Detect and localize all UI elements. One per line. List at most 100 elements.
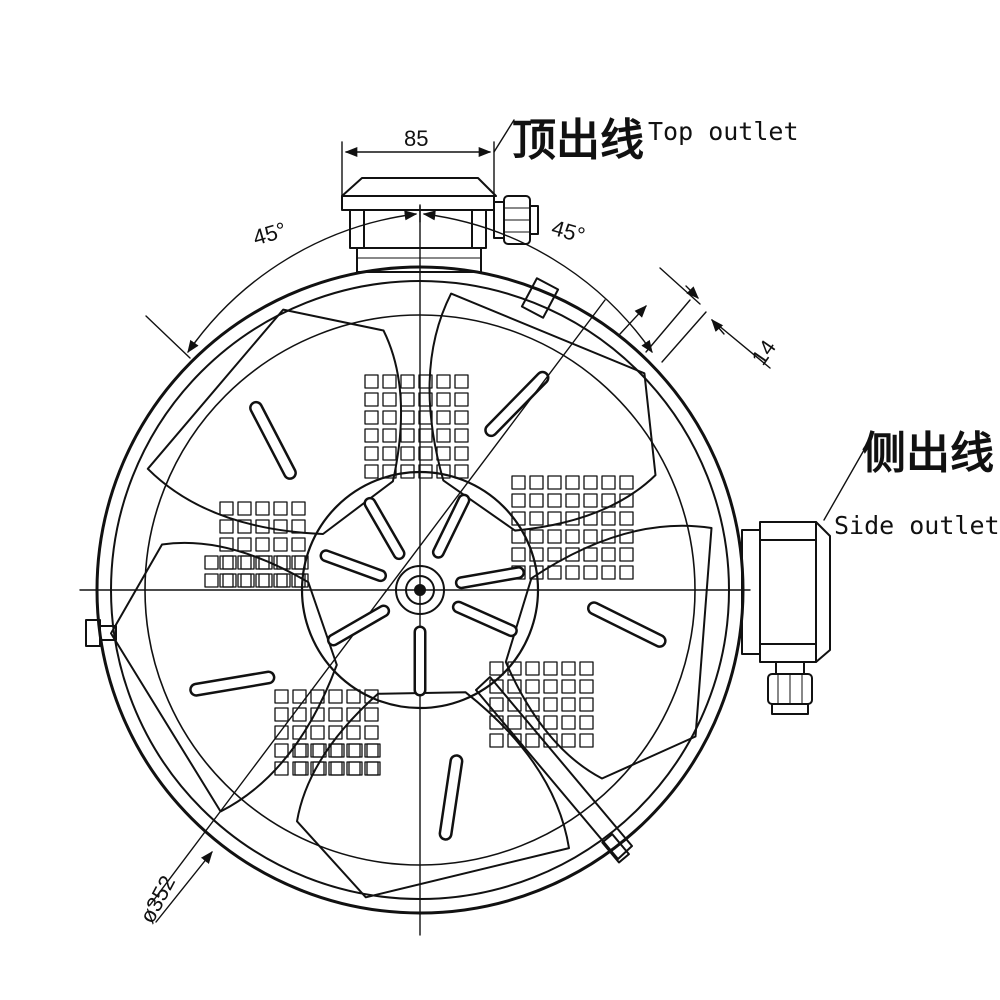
grid-cell <box>382 446 397 461</box>
grid-cell <box>436 428 451 443</box>
grid-cell <box>219 555 234 570</box>
dim-diameter <box>155 851 213 923</box>
grid-cell <box>382 464 397 479</box>
grid-cell <box>400 392 415 407</box>
grid-cell <box>240 573 255 588</box>
blade-slot-inner <box>191 673 273 695</box>
grid-cell <box>364 464 379 479</box>
grid-cell <box>364 410 379 425</box>
grid-cell <box>274 725 289 740</box>
impeller-blade <box>296 691 570 899</box>
grid-cell <box>294 555 309 570</box>
grid-cell <box>237 555 252 570</box>
hub-rib-inner <box>457 568 523 587</box>
grid-cell <box>382 374 397 389</box>
impeller-blade <box>146 308 403 535</box>
grid-cell <box>222 555 237 570</box>
grid-cell <box>579 661 594 676</box>
grid-cell <box>222 573 237 588</box>
hub-rib-inner <box>366 499 403 558</box>
grid-cell <box>255 537 270 552</box>
grid-cell <box>219 537 234 552</box>
grid-cell <box>273 537 288 552</box>
grid-cell <box>561 661 576 676</box>
grid-cell <box>565 475 580 490</box>
grid-cell <box>561 733 576 748</box>
hub-boss-outer <box>395 565 445 615</box>
grid-cell <box>328 689 343 704</box>
grid-cell <box>273 501 288 516</box>
grid-cell <box>583 529 598 544</box>
hub-rib-inner <box>322 551 385 580</box>
grid-cell <box>364 374 379 389</box>
grid-cell <box>525 661 540 676</box>
impeller-blade <box>428 292 657 532</box>
grid-cell <box>292 707 307 722</box>
grid-cell <box>418 392 433 407</box>
grid-cell <box>547 565 562 580</box>
grid-cell <box>583 493 598 508</box>
grid-cell <box>511 475 526 490</box>
grid-cell <box>579 697 594 712</box>
grid-cell <box>529 547 544 562</box>
top-outlet-label-cn: 顶出线 <box>512 115 644 166</box>
grid-cell <box>274 689 289 704</box>
grid-cell <box>366 761 381 776</box>
grid-cell <box>529 511 544 526</box>
hub-ribs <box>319 493 525 697</box>
grid-cell <box>454 464 469 479</box>
grid-cell <box>511 493 526 508</box>
dim-85 <box>341 119 515 197</box>
blade-slot-inner <box>486 373 547 435</box>
hub-rib-inner <box>434 496 468 557</box>
grid-cell <box>489 661 504 676</box>
grid-cell <box>276 573 291 588</box>
grid-cell <box>237 537 252 552</box>
grid-cell <box>454 374 469 389</box>
grid-cell <box>418 428 433 443</box>
grid-cell <box>237 519 252 534</box>
grid-cell <box>511 547 526 562</box>
dim-label-14: 14 <box>746 335 781 369</box>
grid-cell <box>619 529 634 544</box>
grid-cell <box>547 493 562 508</box>
grid-cell <box>619 547 634 562</box>
grid-cell <box>601 475 616 490</box>
grid-cell <box>204 555 219 570</box>
grid-cell <box>583 547 598 562</box>
dim-label-85: 85 <box>404 126 428 151</box>
grid-cell <box>601 511 616 526</box>
grid-cell <box>294 761 309 776</box>
grid-cell <box>237 573 252 588</box>
grid-cell <box>348 761 363 776</box>
grid-cell <box>619 511 634 526</box>
grid-cell <box>348 743 363 758</box>
side-outlet-label-cn: 侧出线 <box>862 428 994 479</box>
grid-cell <box>619 475 634 490</box>
dim-14 <box>619 267 771 369</box>
grid-cell <box>601 565 616 580</box>
grid-cell <box>547 475 562 490</box>
grid-cell <box>382 410 397 425</box>
grid-cell <box>543 661 558 676</box>
grid-cell <box>255 501 270 516</box>
grid-cell <box>400 410 415 425</box>
grid-cell <box>219 519 234 534</box>
hub-rib-inner <box>329 607 388 644</box>
support-strut <box>475 676 633 864</box>
grid-cell <box>565 529 580 544</box>
grid-cell <box>330 761 345 776</box>
grid-cell <box>240 555 255 570</box>
grid-cell <box>561 679 576 694</box>
grid-cell <box>561 697 576 712</box>
grid-cell <box>382 392 397 407</box>
grid-cell <box>346 707 361 722</box>
grid-cell <box>454 446 469 461</box>
grid-cell <box>291 555 306 570</box>
grid-cell <box>237 501 252 516</box>
left-bracket-stem <box>99 625 117 641</box>
impeller-blade <box>504 524 713 780</box>
grid-cell <box>601 547 616 562</box>
grid-cell <box>489 733 504 748</box>
grid-cell <box>529 529 544 544</box>
